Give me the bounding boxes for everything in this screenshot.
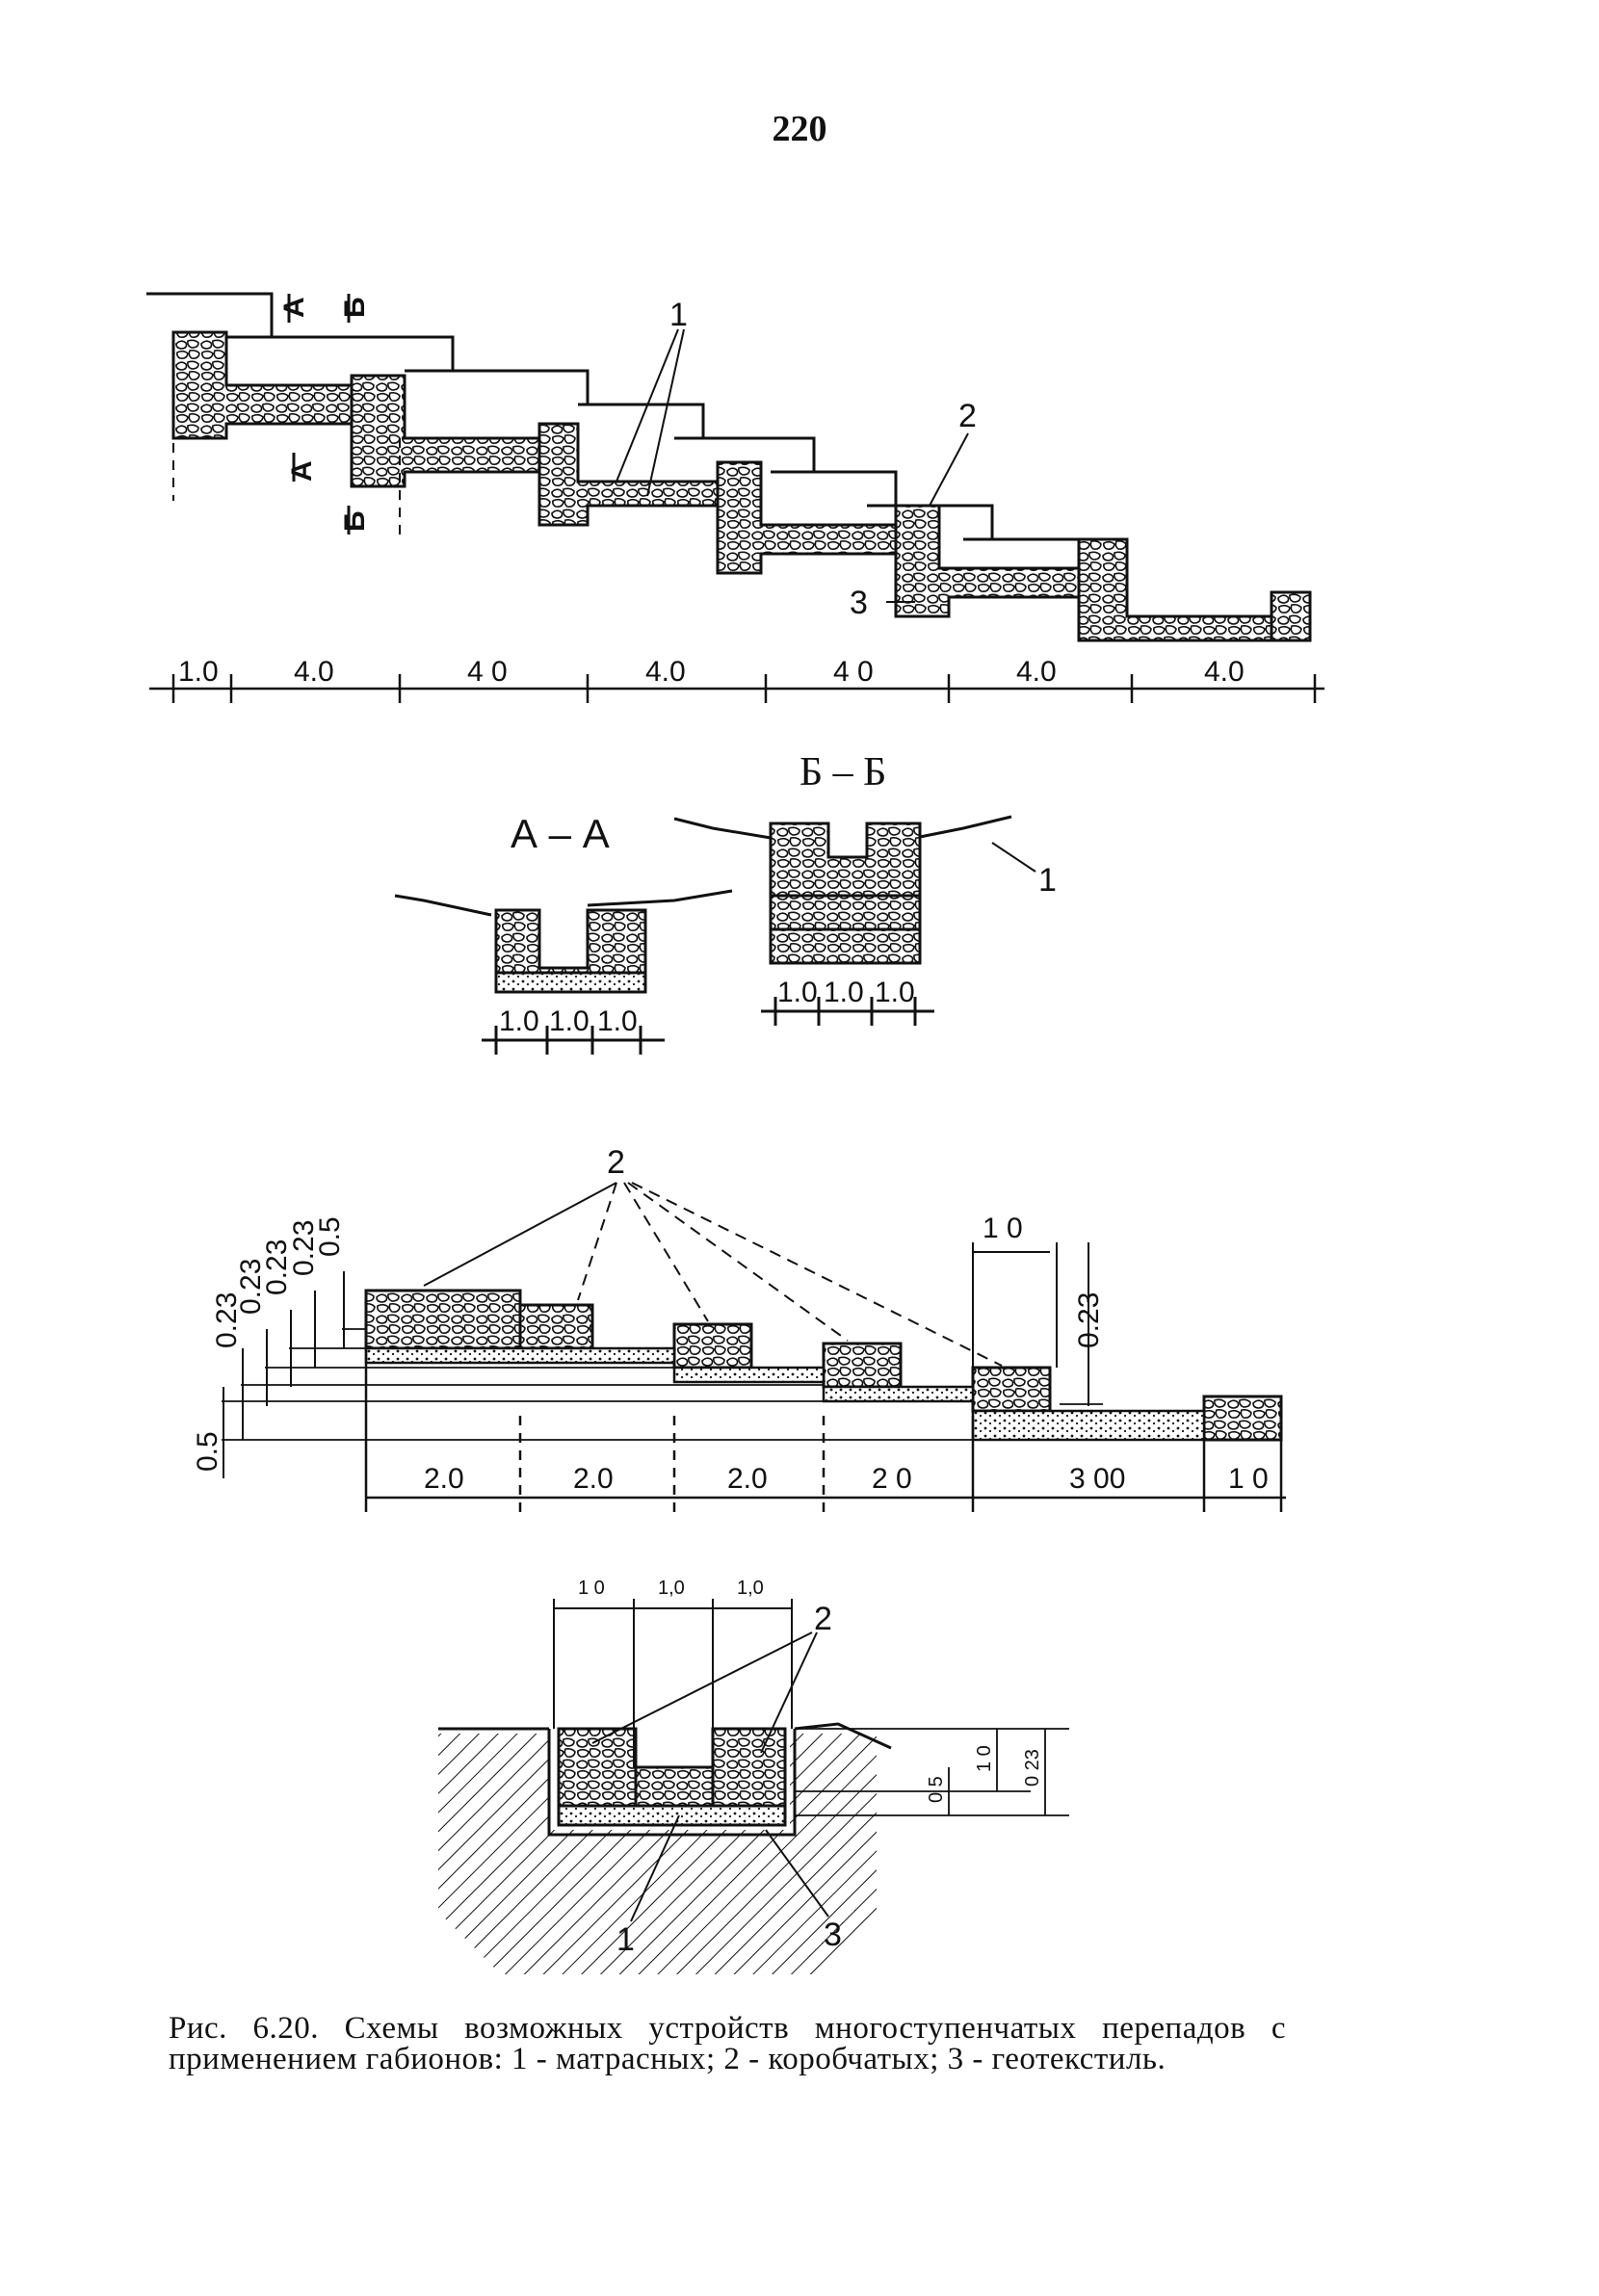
ground-cross-section: 1 0 1,0 1,0 0 5 1 0 0 23 2 1 3 [438,1578,1069,1974]
section-mark-a-bottom: А [286,460,318,482]
figure-caption: Рис. 6.20. Схемы возможных устройств мно… [169,2011,1286,2076]
title-section-aa: А – А [511,811,610,856]
gdim-top-1: 1 0 [578,1578,605,1599]
hdim-2-0-a: 2.0 [424,1463,464,1495]
bb-callout-1: 1 [1038,862,1057,899]
title-section-bb: Б – Б [800,750,886,795]
dim-4-0-c: 4.0 [645,656,686,688]
page-number: 220 [772,109,827,149]
bb-dim-3: 1.0 [875,977,915,1008]
ground-callout-1: 1 [616,1921,635,1958]
vdim-0-23-c: 0.23 [261,1239,293,1295]
ground-callout-2: 2 [814,1601,832,1637]
vdim-0-23-b: 0.23 [235,1259,267,1315]
hdim-2-0-c: 2.0 [727,1463,768,1495]
vdim-0-23-right: 0.23 [1073,1292,1105,1348]
vdim-0-23-d: 0.23 [288,1220,320,1276]
gdim-top-3: 1,0 [737,1578,764,1599]
section-mark-b-bottom: Б [339,510,371,532]
section-mark-b-top: Б [339,297,371,318]
section-mark-a-top: А [278,297,310,318]
dim-4-0-a: 4.0 [294,656,334,688]
dim-4-0-b: 4 0 [467,656,508,688]
dim-4-0-f: 4.0 [1204,656,1245,688]
gdim-side-0-23: 0 23 [1022,1749,1043,1787]
vdim-0-23-a: 0.23 [211,1292,243,1348]
hdim-3-00: 3 00 [1069,1463,1125,1495]
box-callout-2: 2 [607,1144,625,1181]
callout-1: 1 [669,297,688,333]
longitudinal-profile: А Б А Б 1 2 3 1.0 4.0 4 0 [146,292,1324,703]
hdim-2-0-d: 2 0 [872,1463,912,1495]
bb-dim-1: 1.0 [777,977,818,1008]
top-dim-1-0: 1 0 [983,1213,1023,1244]
dim-4-0-d: 4 0 [833,656,874,688]
aa-dim-3: 1.0 [597,1005,638,1037]
dim-4-0-e: 4.0 [1016,656,1057,688]
dim-1-0: 1.0 [178,656,219,688]
aa-dim-1: 1.0 [499,1005,539,1037]
bb-dim-2: 1.0 [824,977,864,1008]
cross-sections: А – А Б – Б 1.0 1.0 1.0 1 [394,750,1057,1055]
hdim-2-0-b: 2.0 [573,1463,614,1495]
hdim-1-0: 1 0 [1228,1463,1269,1495]
vdim-0-5-top: 0.5 [314,1216,346,1257]
aa-dim-2: 1.0 [549,1005,590,1037]
callout-2: 2 [958,398,977,434]
ground-callout-3: 3 [824,1917,842,1953]
gdim-top-2: 1,0 [658,1578,685,1599]
gdim-side-0-5: 0 5 [926,1776,947,1803]
vdim-0-5-left: 0.5 [192,1431,223,1472]
box-gabion-steps: 0.5 0.23 0.23 0.23 0.23 0.5 0.23 1 0 2 [192,1144,1286,1512]
callout-3: 3 [850,585,868,621]
gdim-side-1-0: 1 0 [974,1745,995,1772]
